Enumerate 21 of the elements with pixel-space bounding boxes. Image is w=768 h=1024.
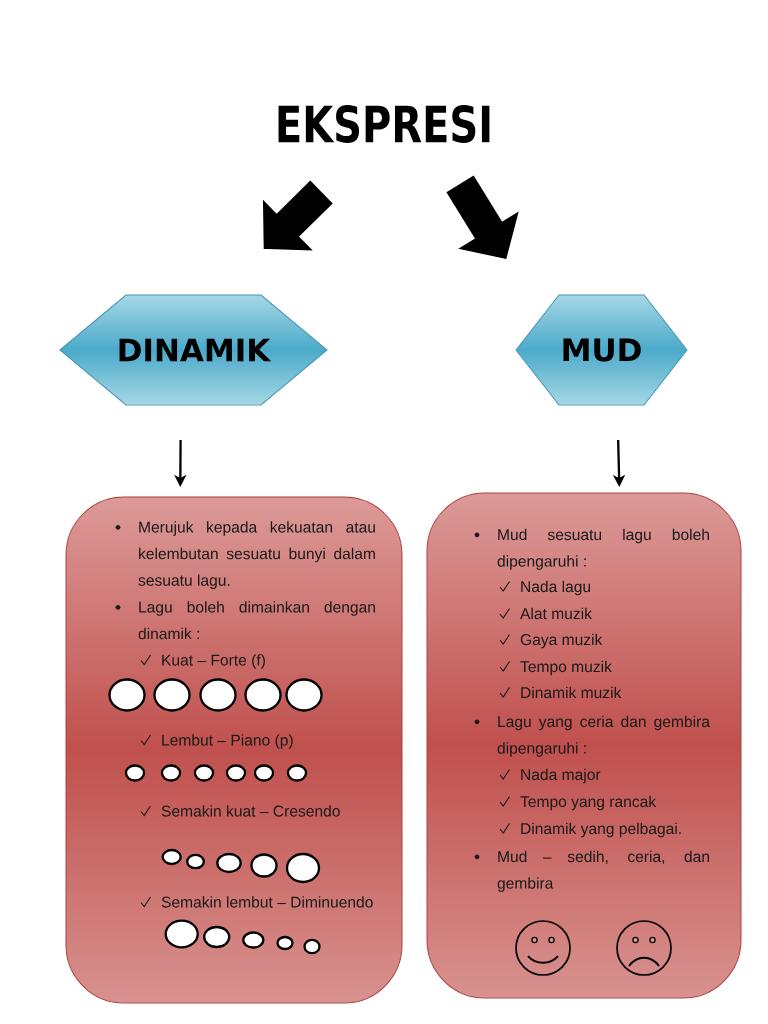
list-item: Semakin kuat – Cresendo (161, 805, 340, 817)
list-item: Tempo muzik (520, 660, 612, 676)
list-item: Dinamik yang pelbagai. (521, 822, 681, 838)
hexagon: DINAMIK (59, 294, 328, 406)
list-item: Nada lagu (521, 580, 591, 596)
list-item: Lagu boleh dimainkan dengan dinamik : (138, 601, 375, 640)
list-item: Merujuk kepada kekuatan atau kelembutan sesuatu bunyi dalam sesuatu lagu. (138, 521, 375, 589)
list-item: Lembut – Piano (p) (162, 734, 293, 749)
list-item: Gaya muzik (520, 633, 603, 649)
list-item: Mud – sedih, ceria, dan gembira (497, 850, 709, 892)
list-item: Mud sesuatu lagu boleh dipengaruhi : (497, 528, 709, 570)
list-item: Alat muzik (520, 607, 592, 620)
list-item: Nada major (521, 768, 601, 784)
heading: EKSPRESI (278, 105, 490, 143)
list-item: Tempo yang rancak (520, 795, 657, 811)
list-item: Semakin lembut – Diminuendo (161, 896, 373, 908)
block-arrow (446, 175, 519, 259)
list-item: Dinamik muzik (521, 686, 622, 699)
list-item: Kuat – Forte (f) (162, 654, 265, 669)
hexagon: MUD (515, 294, 688, 406)
list-item: Lagu yang ceria dan gembira dipengaruhi : (497, 715, 710, 757)
